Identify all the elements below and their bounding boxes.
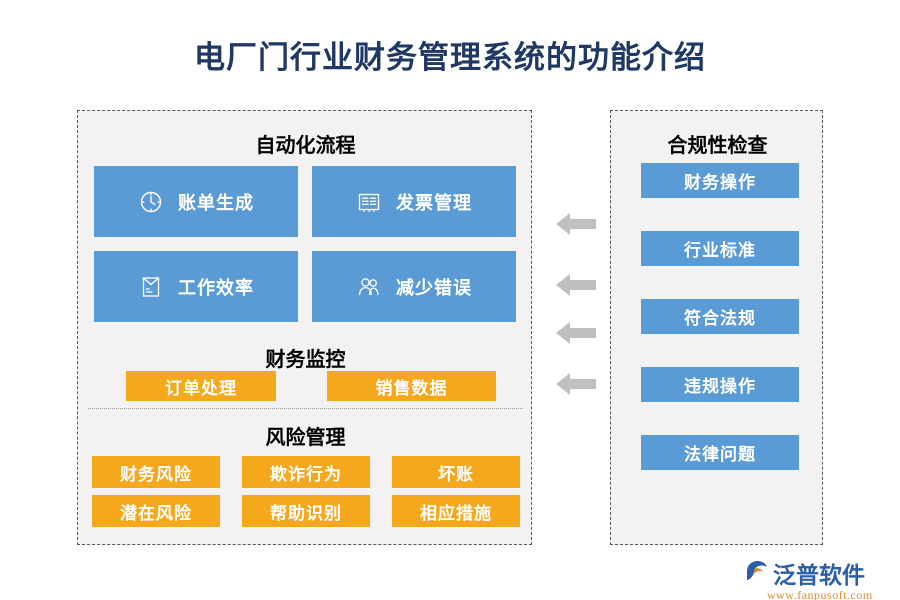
monitoring-chip-row: 订单处理 销售数据 (126, 371, 546, 401)
arrow-left-icon-4 (556, 371, 596, 397)
logo-name: 泛普软件 (773, 563, 865, 588)
automation-card-invoice[interactable]: 发票管理 (312, 166, 516, 237)
compliance-item-industry-standards[interactable]: 行业标准 (641, 231, 799, 266)
automation-card-billing[interactable]: 账单生成 (94, 166, 298, 237)
document-icon (138, 274, 164, 300)
compliance-item-stack: 财务操作 行业标准 符合法规 违规操作 法律问题 (641, 163, 799, 470)
right-panel: 合规性检查 财务操作 行业标准 符合法规 违规操作 法律问题 (610, 110, 823, 545)
fanpu-swoosh-icon (745, 559, 769, 588)
risk-chip-countermeasures[interactable]: 相应措施 (392, 495, 520, 527)
compliance-item-legal-issues[interactable]: 法律问题 (641, 435, 799, 470)
compliance-section-title: 合规性检查 (667, 135, 768, 157)
invoice-icon (356, 189, 382, 215)
risk-chip-bad-debt[interactable]: 坏账 (392, 456, 520, 488)
compliance-item-financial-operations[interactable]: 财务操作 (641, 163, 799, 198)
risk-section-title: 风险管理 (265, 427, 346, 449)
risk-chip-grid: 财务风险 欺诈行为 坏账 潜在风险 帮助识别 相应措施 (92, 456, 520, 527)
users-icon (356, 274, 382, 300)
automation-card-fewer-errors[interactable]: 减少错误 (312, 251, 516, 322)
automation-card-label: 发票管理 (396, 192, 472, 213)
logo-top-row: 泛普软件 (745, 556, 895, 590)
risk-chip-help-identify[interactable]: 帮助识别 (242, 495, 370, 527)
compliance-item-regulatory-compliance[interactable]: 符合法规 (641, 299, 799, 334)
automation-card-efficiency[interactable]: 工作效率 (94, 251, 298, 322)
risk-chip-financial-risk[interactable]: 财务风险 (92, 456, 220, 488)
risk-chip-fraud[interactable]: 欺诈行为 (242, 456, 370, 488)
automation-card-label: 工作效率 (178, 277, 254, 298)
arrow-left-icon-1 (556, 211, 596, 237)
risk-chip-potential-risk[interactable]: 潜在风险 (92, 495, 220, 527)
left-panel: 自动化流程 账单生成 (77, 110, 532, 545)
logo[interactable]: 泛普软件 www.fanpusoft.com (745, 556, 895, 600)
clock-icon (138, 189, 164, 215)
compliance-item-violations[interactable]: 违规操作 (641, 367, 799, 402)
automation-card-label: 减少错误 (396, 277, 472, 298)
automation-card-grid: 账单生成 发票管理 (94, 166, 517, 322)
section-divider (88, 408, 523, 409)
automation-card-label: 账单生成 (178, 192, 254, 213)
logo-url: www.fanpusoft.com (767, 588, 873, 600)
monitoring-chip-order[interactable]: 订单处理 (126, 371, 276, 401)
monitoring-chip-sales[interactable]: 销售数据 (327, 371, 496, 401)
monitoring-section-title: 财务监控 (265, 349, 346, 371)
arrow-left-icon-2 (556, 272, 596, 298)
automation-section-title: 自动化流程 (255, 135, 356, 157)
page-title: 电厂门行业财务管理系统的功能介绍 (194, 40, 706, 75)
arrow-left-icon-3 (556, 320, 596, 346)
